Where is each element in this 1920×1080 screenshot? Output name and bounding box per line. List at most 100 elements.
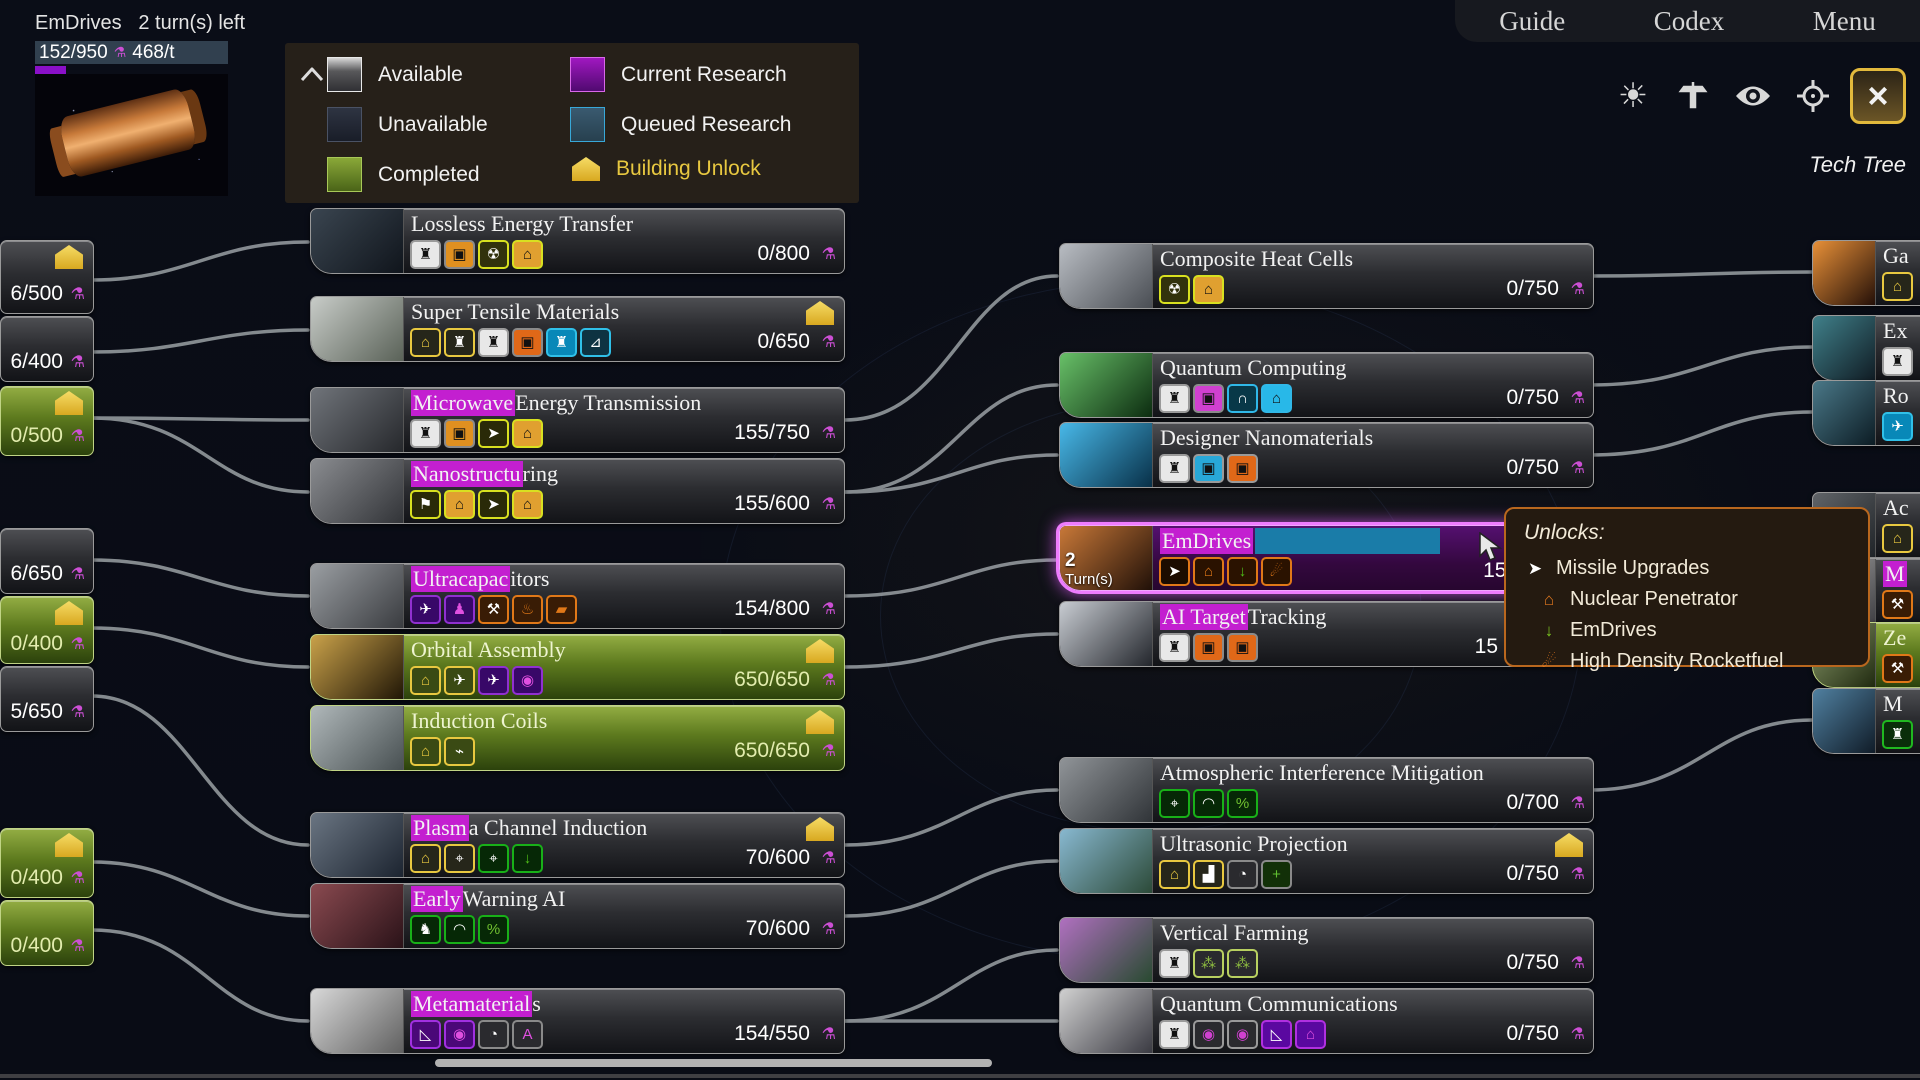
tech-node[interactable]: Early Warning AI♞◠%70/600⚗ [310,883,845,949]
emdrive-engine-art [57,87,199,179]
lock-briefcase-icon: ▣ [512,328,543,357]
legend-swatch-completed [327,157,362,192]
menu-item-codex[interactable]: Codex [1653,5,1725,36]
spacecraft-unlock-icon: ✈ [444,666,475,695]
building-unlock-icon [1555,833,1583,857]
tech-node[interactable]: Ga⌂ [1812,240,1920,306]
tech-node[interactable]: Composite Heat Cells☢⌂0/750⚗ [1059,243,1594,309]
tech-node[interactable]: 6/650⚗ [0,528,94,594]
tech-title: Vertical Farming [1160,919,1308,947]
legend-swatch-available [327,57,362,92]
tech-thumbnail [1060,989,1153,1053]
crosshair-icon[interactable] [1790,73,1836,119]
tech-node[interactable]: Ex♜ [1812,315,1920,381]
tech-title-text: Orbital Assembly [411,637,566,662]
tech-node[interactable]: 0/400⚗ [0,596,94,664]
research-progress: 70/600 [745,917,810,940]
tech-node[interactable]: Atmospheric Interference Mitigation⌖◠%0/… [1059,757,1594,823]
tech-effect-icons: ♜ [1882,720,1916,749]
search-highlight: AI Target [1160,604,1248,630]
tech-title-text: Quantum Computing [1160,355,1347,380]
tech-node[interactable]: Lossless Energy Transfer♜▣☢⌂0/800⚗ [310,208,845,274]
tech-thumbnail [311,459,404,523]
tech-node[interactable]: M♜ [1812,688,1920,754]
tooltip-unlock-item: ↓EmDrives [1536,615,1852,646]
research-flask-icon: ⚗ [821,601,836,618]
search-highlight: Early [411,886,463,912]
legend-item-completed: Completed [327,157,480,192]
tech-thumbnail [1060,758,1153,822]
research-flask-icon: ⚗ [821,1026,836,1043]
legend-item-building: Building Unlock [570,157,761,181]
factory-icon: ♜ [1159,1020,1190,1049]
chart-icon: ⊿ [580,328,611,357]
research-progress: 6/650 [10,562,63,585]
reactor-icon: ☢ [1159,275,1190,304]
tech-title: Quantum Communications [1160,990,1398,1018]
close-icon[interactable]: × [1850,68,1906,124]
tech-node[interactable]: Super Tensile Materials⌂♜♜▣♜⊿0/650⚗ [310,296,845,362]
menu-item-menu[interactable]: Menu [1812,5,1876,36]
tech-title-text: Ex [1883,318,1908,343]
horizontal-scrollbar-thumb[interactable] [435,1059,992,1067]
tech-thumbnail [311,297,404,361]
legend-item-queued: Queued Research [570,107,791,142]
eye-icon[interactable] [1730,73,1776,119]
research-flask-icon: ⚗ [1570,795,1585,812]
menu-item-guide[interactable]: Guide [1499,5,1566,36]
tech-thumbnail [311,564,404,628]
tech-effect-icons: ⌂ [1882,524,1916,553]
spacecraft-boost-icon: ✈ [1882,412,1913,441]
collapse-legend-icon[interactable] [299,63,325,83]
tech-title-text: Induction Coils [411,708,548,733]
research-progress: 70/600 [745,846,810,869]
tech-node[interactable]: 6/400⚗ [0,316,94,382]
tech-node[interactable]: 6/500⚗ [0,240,94,314]
factory-boost-icon: ♜ [546,328,577,357]
queued-progress-bar [1255,528,1441,554]
turns-number: 2 [1065,549,1076,571]
sun-icon[interactable]: ☀ [1617,77,1649,115]
research-flask-icon: ⚗ [1570,390,1585,407]
window-bottom-edge [0,1074,1920,1078]
tech-title-text: Vertical Farming [1160,920,1309,945]
research-flask-icon: ⚗ [1570,955,1585,972]
legend-swatch-queued [570,107,605,142]
research-flask-icon: ⚗ [821,496,836,513]
tech-node[interactable]: Vertical Farming♜⁂⁂0/750⚗ [1059,917,1594,983]
tech-node[interactable]: 0/400⚗ [0,828,94,898]
tech-node[interactable]: Quantum Computing♜▣∩⌂0/750⚗ [1059,352,1594,418]
tech-thumbnail [311,388,404,452]
research-progress: 0/750 [1506,1022,1559,1045]
tech-node[interactable]: Microwave Energy Transmission♜▣➤⌂155/750… [310,387,845,453]
tech-node[interactable]: 0/500⚗ [0,386,94,456]
house-energy-icon: ⌂ [512,240,543,269]
tech-title-text: s [532,991,541,1016]
house-energy-icon: ⌂ [1193,275,1224,304]
tech-effect-icons: ⌂▟◔+ [1159,860,1295,889]
tech-effect-icons: ✈ [1882,412,1916,441]
legend-label: Completed [378,162,480,186]
factory-icon: ♜ [1159,454,1190,483]
tech-effect-icons: ♜◉◉◺⌂ [1159,1020,1329,1049]
research-flask-icon: ⚗ [113,44,127,60]
tech-node[interactable]: 0/400⚗ [0,900,94,966]
tech-node[interactable]: Quantum Communications♜◉◉◺⌂0/750⚗ [1059,988,1594,1054]
tech-thumbnail [1060,423,1153,487]
tech-node[interactable]: Ultrasonic Projection⌂▟◔+0/750⚗ [1059,828,1594,894]
tech-node[interactable]: Induction Coils⌂⌁650/650⚗ [310,705,845,771]
tech-node[interactable]: 5/650⚗ [0,666,94,732]
org-building-icon: A [512,1020,543,1049]
tech-node[interactable]: Orbital Assembly⌂✈✈◉650/650⚗ [310,634,845,700]
tech-node[interactable]: Ro✈ [1812,380,1920,446]
tech-node[interactable]: Designer Nanomaterials♜▣▣0/750⚗ [1059,422,1594,488]
hammer-icon[interactable] [1670,73,1716,119]
house-percent-icon: % [1227,789,1258,818]
tech-effect-icons: ⚒ [1882,654,1916,683]
tech-title-text: Ac [1883,495,1909,520]
